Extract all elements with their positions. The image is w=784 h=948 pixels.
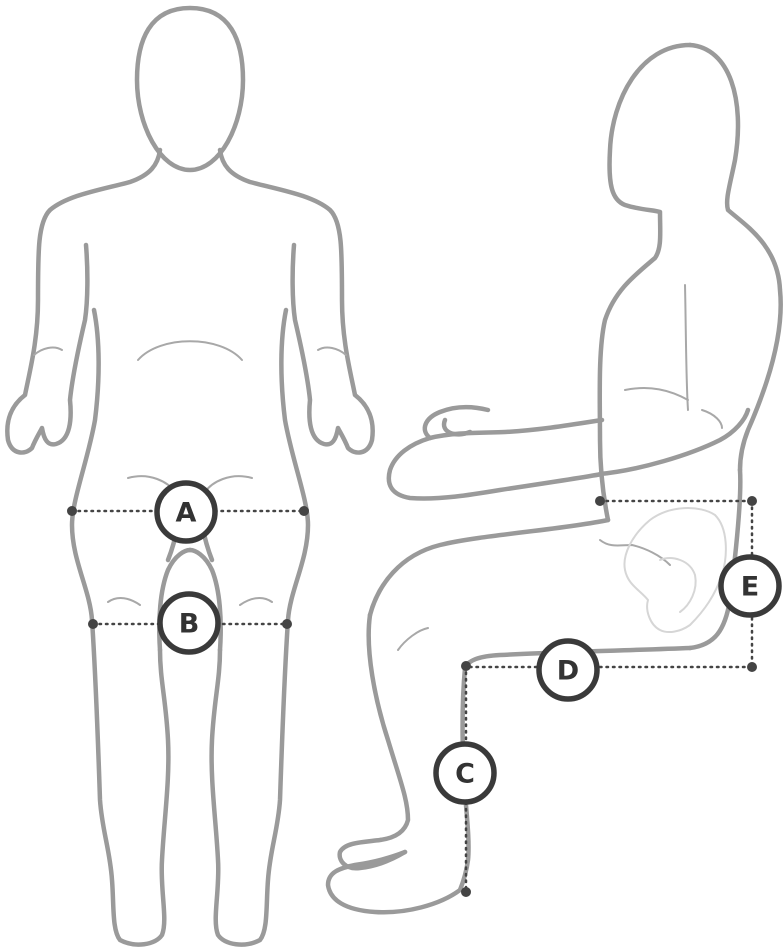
front-standing-figure [7, 8, 372, 945]
measurement-b: B [88, 594, 292, 652]
measurement-a: A [67, 483, 309, 541]
badge-e-label: E [741, 572, 759, 603]
seated-side-figure [328, 45, 781, 912]
badge-a-label: A [176, 498, 197, 529]
badge-c-label: C [455, 759, 475, 790]
measurement-e: E [595, 496, 779, 667]
badge-b-label: B [179, 609, 200, 640]
badge-d-label: D [557, 656, 579, 687]
